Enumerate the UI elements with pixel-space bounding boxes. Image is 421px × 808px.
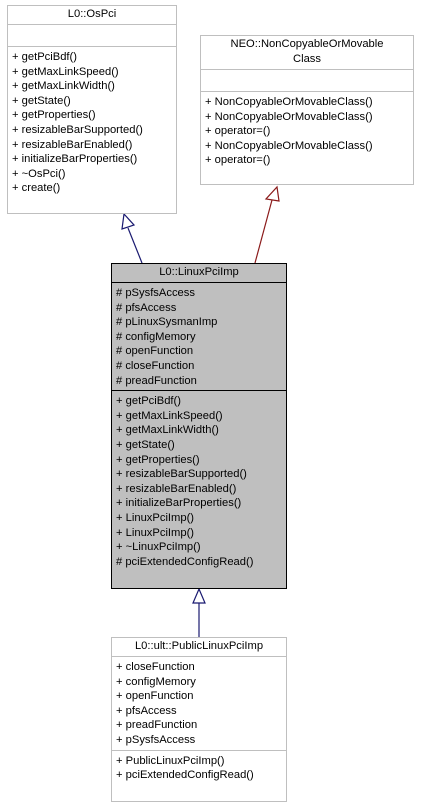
method-item: + LinuxPciImp() [116,526,195,539]
method-item: + resizableBarEnabled() [12,138,133,151]
class-box-linux-pci-imp: L0::LinuxPciImp # pSysfsAccess# pfsAcces… [111,263,287,589]
attributes-section [201,69,413,91]
method-item: + getPciBdf() [12,51,77,63]
edge-linuxpciimp-to-noncopyable [254,199,273,264]
attribute-item: # closeFunction [116,359,195,372]
attribute-item: + configMemory [116,675,196,688]
method-item: + getPciBdf() [116,395,181,408]
method-item: + LinuxPciImp() [116,511,195,524]
attribute-item: # openFunction [116,345,194,358]
class-title: NEO::NonCopyableOrMovable Class [230,38,384,65]
class-title: L0::LinuxPciImp [159,266,239,278]
attribute-item: + closeFunction [116,661,195,673]
methods-section: + getPciBdf() + getMaxLinkSpeed() + getMax… [8,46,176,198]
method-item: + resizableBarEnabled() [116,482,237,495]
attribute-item: + openFunction [116,690,194,703]
attribute-item: # pfsAccess [116,301,177,314]
methods-section: + NonCopyableOrMovableClass() + NonCopyab… [201,91,413,170]
method-item: + initializeBarProperties() [12,153,138,166]
methods-section: + PublicLinuxPciImp() + pciExtendedConfig… [112,749,286,785]
attributes-section [8,24,176,46]
arrowhead-noncopyable [264,185,280,202]
method-item: + pciExtendedConfigRead() [116,769,254,782]
edge-linuxpciimp-to-ospci [127,227,143,264]
attribute-item: # preadFunction [116,374,197,387]
method-item: + getState() [116,438,175,451]
method-item: + getState() [12,94,71,107]
method-item: + operator=() [205,125,271,138]
attributes-section: # pSysfsAccess # pfsAccess # pLinuxSysmanI… [112,282,286,390]
arrowhead-ospci [121,212,136,230]
method-item: + getMaxLinkWidth() [116,424,219,437]
method-item: + ~OsPci() [12,167,66,180]
attribute-item: # pSysfsAccess [116,287,195,299]
method-item: + getProperties() [116,453,200,466]
class-box-public-linux-pci-imp: L0::ult::PublicLinuxPciImp + closeFuncti… [111,637,287,802]
arrowhead-linuxpciimp [192,587,206,604]
attribute-item: + pfsAccess [116,704,177,717]
method-item: + getMaxLinkSpeed() [12,65,119,78]
attribute-item: + preadFunction [116,719,198,732]
method-item: + getProperties() [12,109,96,122]
method-item: + NonCopyableOrMovableClass() [205,139,373,152]
class-box-non-copyable-or-movable: NEO::NonCopyableOrMovable Class + NonCop… [200,35,414,185]
attribute-item: + pSysfsAccess [116,733,196,746]
method-item: + getMaxLinkSpeed() [116,409,223,422]
methods-section: + getPciBdf()+ getMaxLinkSpeed() + getMax… [112,390,286,571]
method-item: + create() [12,182,61,195]
attribute-item: # configMemory [116,330,196,343]
method-item: + initializeBarProperties() [116,497,242,510]
class-box-os-pci: L0::OsPci + getPciBdf()+ getMaxLinkSpeed… [7,5,177,214]
attribute-item: # pLinuxSysmanImp [116,316,218,329]
class-title: L0::OsPci [67,8,117,20]
attributes-section: + closeFunction + configMemory + openFunct… [112,656,286,750]
method-item: + resizableBarSupported() [116,468,247,481]
method-item: + NonCopyableOrMovableClass() [205,110,373,123]
class-title: L0::ult::PublicLinuxPciImp [134,640,264,652]
method-item: + operator=() [205,154,271,167]
method-item: + PublicLinuxPciImp() [116,754,225,767]
method-item: + ~LinuxPciImp() [116,541,201,554]
method-item: # pciExtendedConfigRead() [116,555,254,568]
method-item: + getMaxLinkWidth() [12,80,115,93]
method-item: + NonCopyableOrMovableClass() [205,96,373,108]
method-item: + resizableBarSupported() [12,123,143,136]
